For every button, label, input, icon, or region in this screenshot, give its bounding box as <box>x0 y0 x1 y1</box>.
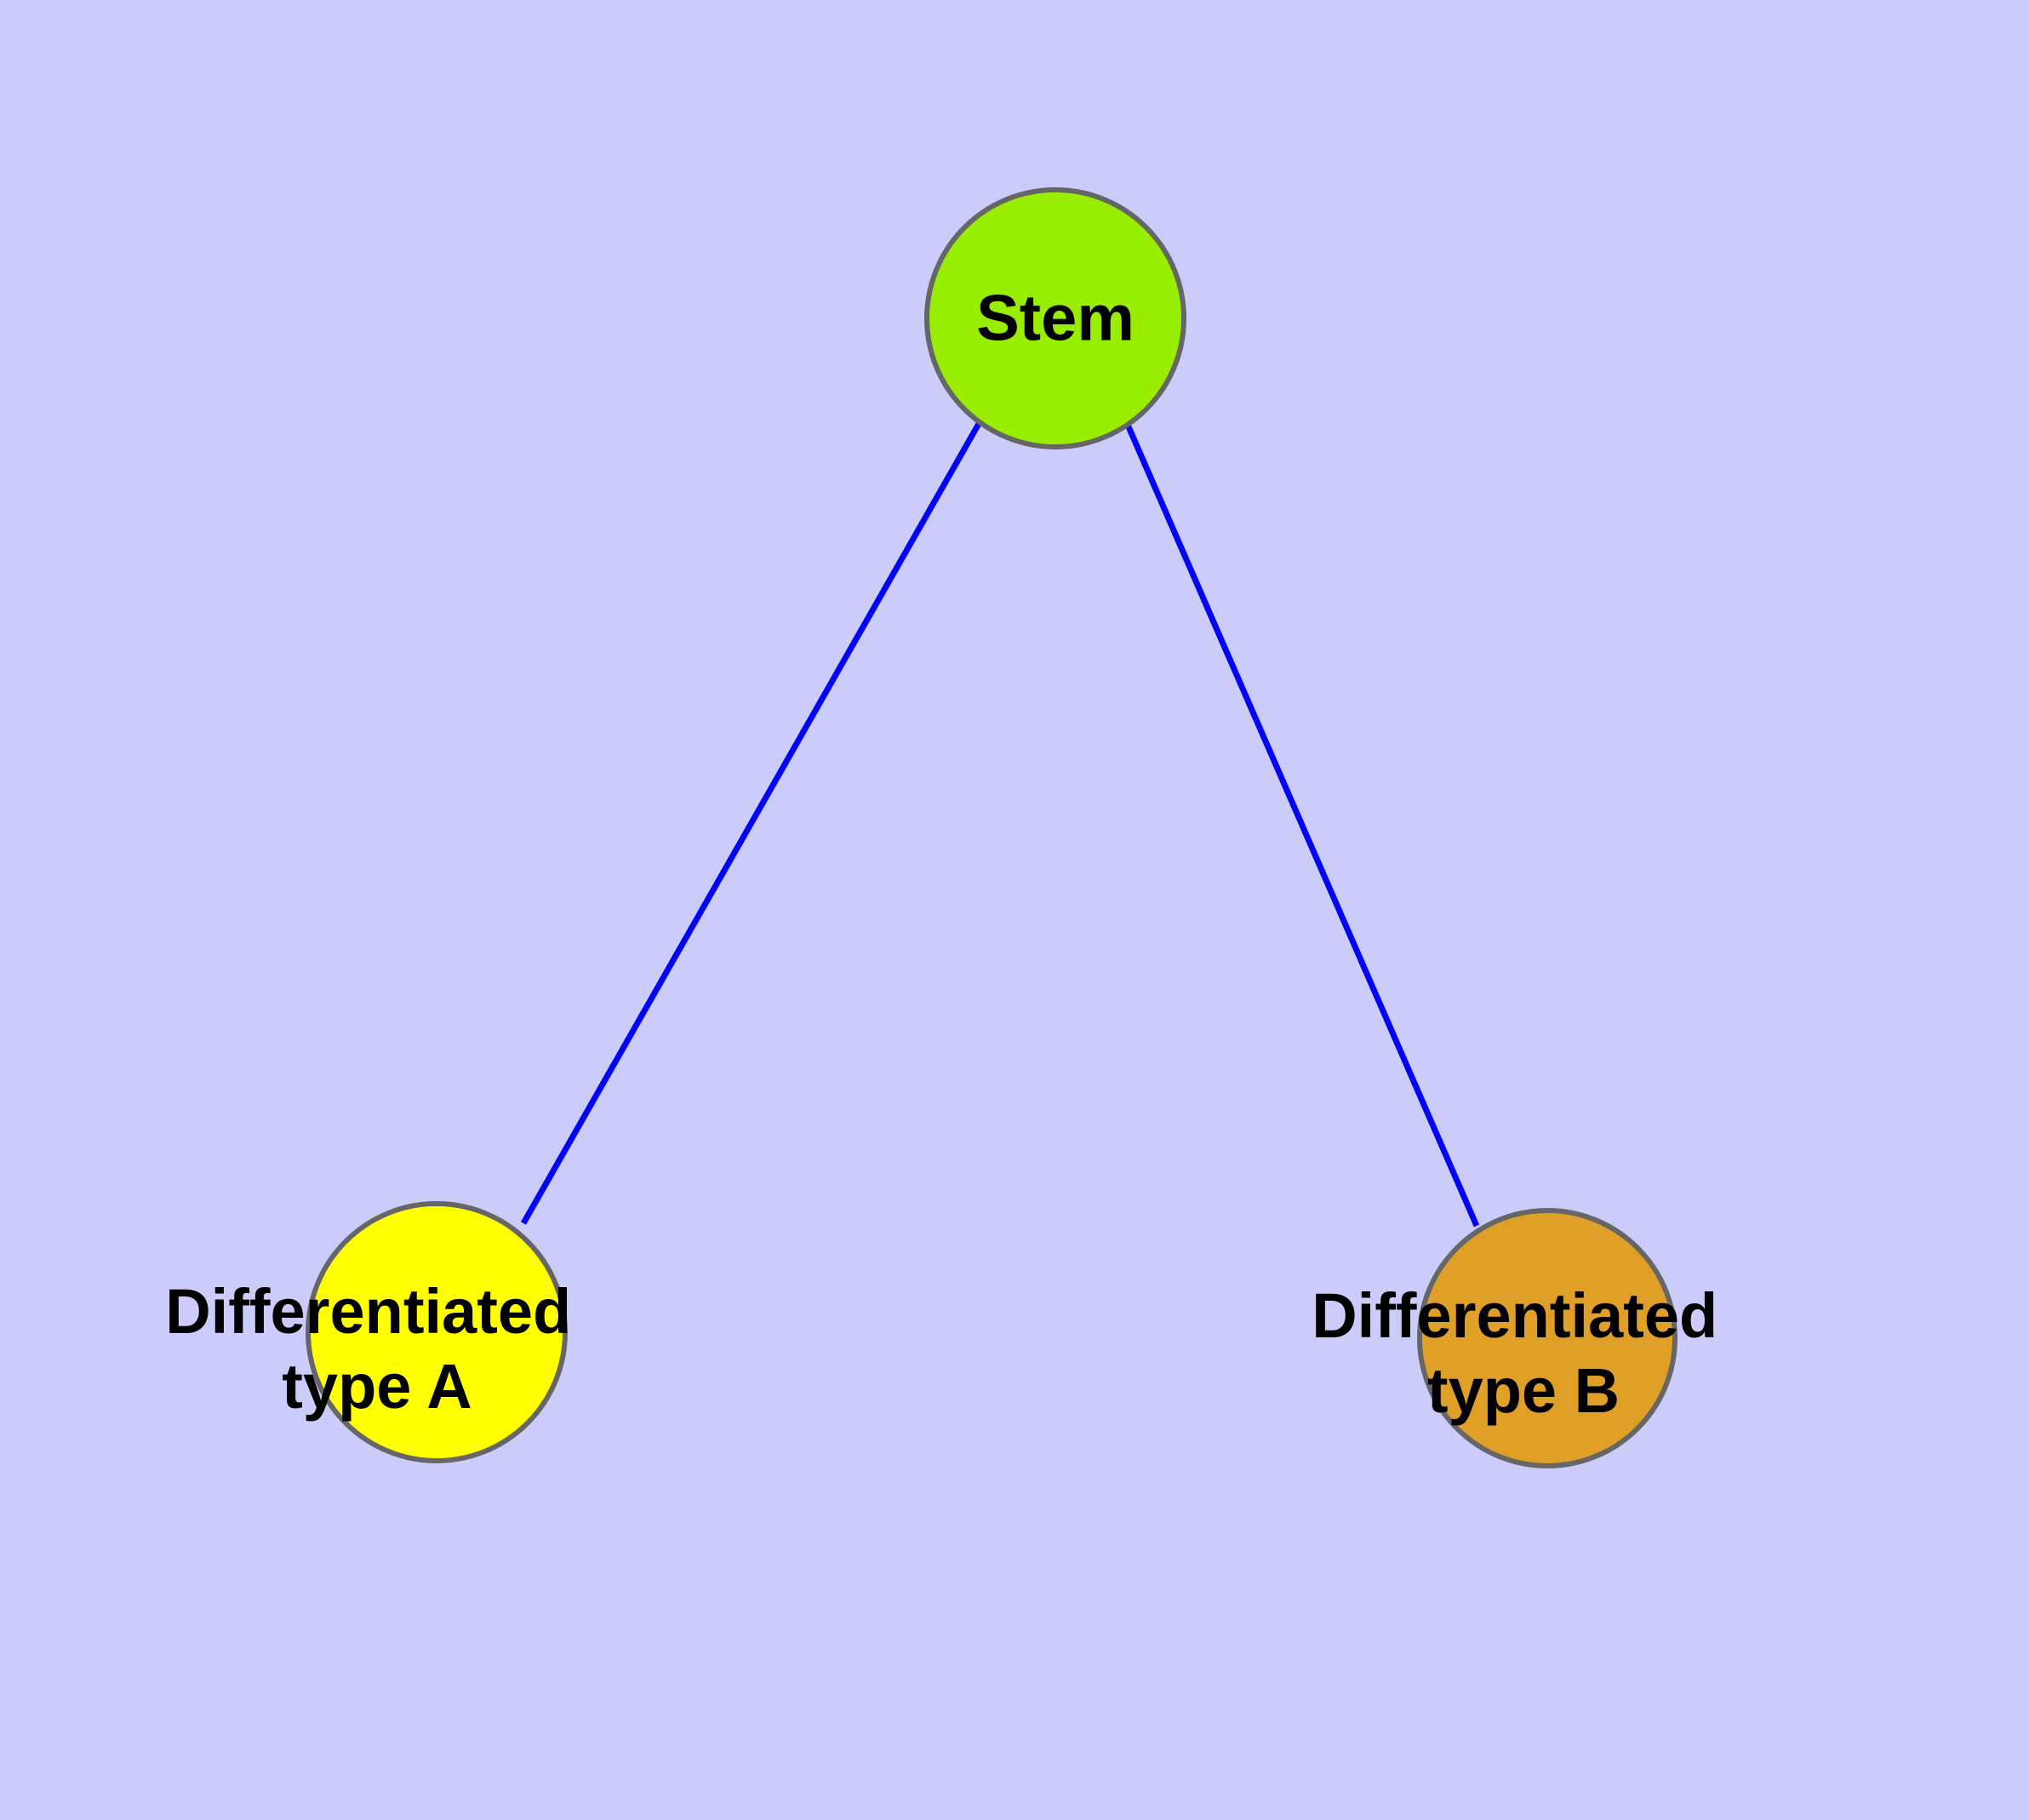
node-diff-a-circle[interactable] <box>306 1201 568 1463</box>
node-stem[interactable]: Stem <box>924 187 1186 449</box>
edge-layer <box>520 421 1480 1228</box>
edge-stem-to-diff-a[interactable] <box>520 421 983 1225</box>
node-diff-a[interactable]: Differentiated type A <box>165 1201 589 1463</box>
node-stem-circle[interactable] <box>924 187 1186 449</box>
node-layer: Stem Differentiated type A Differentiate… <box>165 187 1735 1468</box>
node-diff-b-circle[interactable] <box>1417 1208 1677 1468</box>
node-diff-b[interactable]: Differentiated type B <box>1312 1208 1735 1468</box>
edge-stem-to-diff-b[interactable] <box>1124 423 1480 1228</box>
